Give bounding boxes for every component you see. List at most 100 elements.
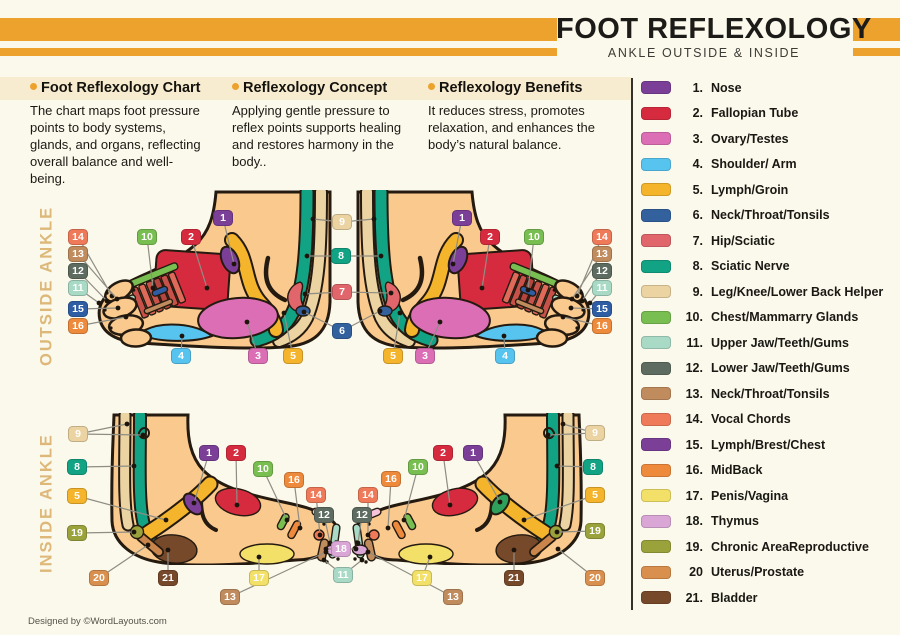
info-body: It reduces stress, promotes relaxation, … — [428, 103, 595, 152]
legend-item: 12.Lower Jaw/Teeth/Gums — [641, 360, 897, 377]
marker-chip-13: 13 — [68, 246, 88, 262]
credit-text: Designed by ©WordLayouts.com — [28, 616, 167, 627]
legend-number: 17. — [685, 488, 703, 503]
bullet-icon — [232, 83, 239, 90]
marker-chip-21: 21 — [158, 570, 178, 586]
legend-label: Shoulder/ Arm — [711, 157, 797, 171]
marker-chip-8: 8 — [67, 459, 87, 475]
legend-item: 13. Neck/Throat/Tonsils — [641, 385, 897, 402]
marker-chip-6: 6 — [332, 323, 352, 339]
marker-chip-5: 5 — [283, 348, 303, 364]
marker-chip-2: 2 — [480, 229, 500, 245]
marker-chip-13: 13 — [592, 246, 612, 262]
marker-chip-15: 15 — [68, 301, 88, 317]
legend-label: Hip/Sciatic — [711, 233, 775, 248]
legend-label: Lymph/Brest/Chest — [711, 437, 826, 452]
legend-swatch — [641, 259, 671, 273]
legend-label: Chest/Mammarry Glands — [711, 310, 859, 324]
legend-label: Nose — [711, 80, 742, 95]
marker-chip-20: 20 — [89, 570, 109, 586]
marker-chip-8: 8 — [331, 248, 351, 264]
marker-chip-12: 12 — [314, 507, 334, 523]
legend-label: Leg/Knee/Lower Back Helper — [711, 284, 884, 299]
header-accent-bar-left-thick — [0, 18, 557, 41]
legend-item: 17.Penis/Vagina — [641, 487, 897, 504]
legend-divider — [631, 78, 633, 610]
marker-chip-16: 16 — [592, 318, 612, 334]
inside-ankle-label: INSIDE ANKLE — [37, 433, 56, 573]
legend-item: 3.Ovary/Testes — [641, 130, 897, 147]
legend-item: 16.MidBack — [641, 462, 897, 479]
marker-chip-19: 19 — [67, 525, 87, 541]
header-accent-bar-left-thin — [0, 48, 557, 56]
marker-chip-19: 19 — [585, 523, 605, 539]
legend-label: Uterus/Prostate — [711, 565, 805, 579]
marker-chip-10: 10 — [137, 229, 157, 245]
marker-chip-9: 9 — [585, 425, 605, 441]
legend-number: 1. — [692, 80, 703, 95]
marker-chip-10: 10 — [253, 461, 273, 477]
legend-item: 15.Lymph/Brest/Chest — [641, 436, 897, 453]
marker-chip-16: 16 — [284, 472, 304, 488]
foot-illustration-outside-right — [353, 190, 593, 350]
legend-item: 1. Nose — [641, 79, 897, 96]
legend-swatch — [641, 208, 671, 222]
legend-swatch — [641, 132, 671, 145]
legend-item: 11.Upper Jaw/Teeth/Gums — [641, 334, 897, 351]
legend-label: Thymus — [711, 514, 759, 528]
marker-chip-17: 17 — [412, 570, 432, 586]
legend-number: 19. — [685, 539, 703, 554]
legend-swatch — [641, 438, 671, 451]
legend-item: 6. Neck/Throat/Tonsils — [641, 207, 897, 224]
marker-chip-14: 14 — [358, 487, 378, 503]
legend-item: 7. Hip/Sciatic — [641, 232, 897, 249]
marker-chip-2: 2 — [226, 445, 246, 461]
marker-chip-16: 16 — [381, 471, 401, 487]
legend-swatch — [641, 234, 671, 247]
legend-number: 6. — [692, 208, 703, 222]
legend-label: Neck/Throat/Tonsils — [711, 386, 830, 401]
marker-chip-13: 13 — [443, 589, 463, 605]
marker-chip-15: 15 — [592, 301, 612, 317]
legend-label: Fallopian Tube — [711, 106, 799, 120]
marker-chip-5: 5 — [585, 487, 605, 503]
marker-chip-13: 13 — [220, 589, 240, 605]
info-heading: Foot Reflexology Chart — [30, 80, 225, 96]
marker-chip-1: 1 — [199, 445, 219, 461]
legend-number: 20 — [689, 565, 703, 579]
legend-item: 2. Fallopian Tube — [641, 105, 897, 122]
marker-chip-21: 21 — [504, 570, 524, 586]
header-accent-bar-right-thin — [853, 48, 900, 56]
legend-number: 8. — [692, 259, 703, 273]
info-heading-text: Reflexology Concept — [243, 80, 388, 96]
legend-label: MidBack — [711, 463, 763, 477]
legend-swatch — [641, 106, 671, 120]
marker-chip-2: 2 — [433, 445, 453, 461]
legend-swatch — [641, 412, 671, 426]
legend-swatch — [641, 157, 671, 171]
info-body: The chart maps foot pressure points to b… — [30, 103, 201, 186]
marker-chip-7: 7 — [332, 284, 352, 300]
legend-label: Chronic AreaReproductive — [711, 539, 869, 554]
legend-number: 2. — [692, 106, 703, 120]
marker-chip-9: 9 — [332, 214, 352, 230]
legend-number: 7. — [692, 233, 703, 248]
legend-swatch — [641, 565, 671, 579]
legend-swatch — [641, 81, 671, 94]
info-column-benefits: Reflexology Benefits It reduces stress, … — [428, 80, 623, 154]
legend-number: 13. — [685, 386, 703, 401]
marker-chip-16: 16 — [68, 318, 88, 334]
legend-swatch — [641, 489, 671, 502]
legend-item: 20 Uterus/Prostate — [641, 564, 897, 581]
marker-chip-1: 1 — [452, 210, 472, 226]
legend-swatch — [641, 336, 671, 349]
legend-label: Neck/Throat/Tonsils — [711, 208, 830, 222]
legend-number: 18. — [685, 514, 703, 528]
marker-chip-1: 1 — [213, 210, 233, 226]
info-body: Applying gentle pressure to reflex point… — [232, 103, 402, 169]
marker-chip-3: 3 — [248, 348, 268, 364]
legend-number: 3. — [692, 131, 703, 146]
legend-number: 21. — [685, 590, 703, 605]
